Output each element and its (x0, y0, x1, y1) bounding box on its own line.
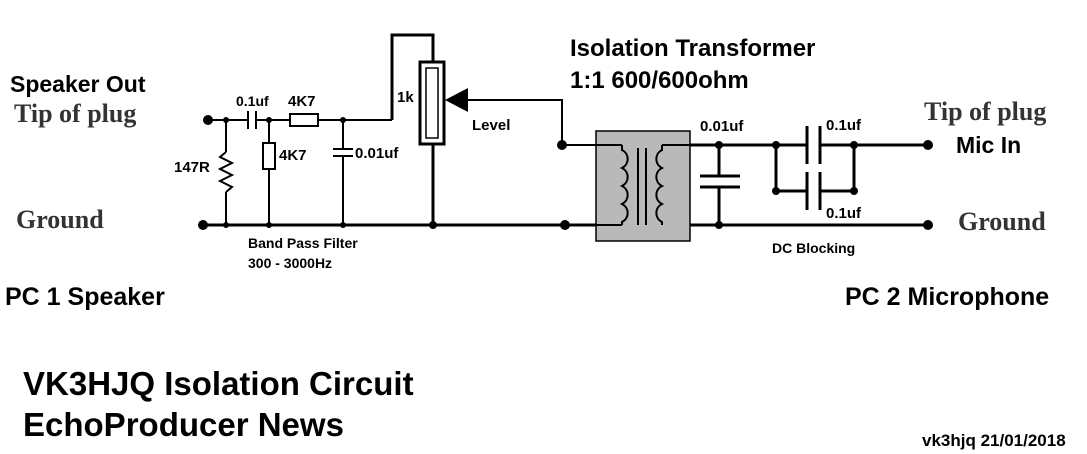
resistor-147r-label: 147R (174, 159, 210, 176)
footer-subtitle: EchoProducer News (23, 406, 344, 443)
transformer-title: Isolation Transformer (570, 35, 815, 62)
left-tip-terminal (203, 115, 213, 125)
mic-in-label: Mic In (956, 132, 1021, 158)
right-ground-terminal (923, 220, 933, 230)
transformer-spec: 1:1 600/600ohm (570, 67, 749, 94)
capacitor-series-label: 0.1uf (236, 93, 269, 109)
potentiometer-value-label: 1k (397, 89, 414, 106)
right-tip-terminal (923, 140, 933, 150)
resistor-series-4k7 (289, 113, 319, 127)
resistor-shunt-4k7 (262, 117, 276, 228)
pc2-microphone-label: PC 2 Microphone (845, 283, 1049, 311)
resistor-series-label: 4K7 (288, 93, 316, 110)
level-label: Level (472, 117, 510, 134)
speaker-out-label: Speaker Out (10, 71, 146, 97)
band-pass-filter-label: Band Pass Filter (248, 235, 358, 251)
dc-blocking-label: DC Blocking (772, 240, 855, 256)
capacitor-shunt-0-01uf (333, 117, 353, 228)
capacitor-shunt-label: 0.01uf (355, 145, 399, 162)
isolation-transformer (562, 130, 691, 242)
left-tip-of-plug-label: Tip of plug (14, 99, 136, 128)
capacitor-series-0-1uf (247, 111, 257, 129)
right-ground-label: Ground (958, 207, 1046, 236)
pc1-speaker-label: PC 1 Speaker (5, 283, 165, 311)
potentiometer-1k (418, 60, 446, 229)
dc-blocking-capacitors (772, 126, 858, 210)
resistor-shunt-label: 4K7 (279, 147, 307, 164)
capacitor-dc-bottom-label: 0.1uf (826, 205, 862, 222)
band-pass-filter-range: 300 - 3000Hz (248, 255, 332, 271)
capacitor-transformer-label: 0.01uf (700, 118, 744, 135)
left-ground-terminal (198, 220, 208, 230)
right-tip-of-plug-label: Tip of plug (924, 97, 1046, 126)
resistor-147r (217, 117, 235, 228)
capacitor-transformer-0-01uf (700, 141, 740, 229)
signature: vk3hjq 21/01/2018 (922, 431, 1066, 450)
footer-title: VK3HJQ Isolation Circuit (23, 365, 414, 402)
capacitor-dc-top-label: 0.1uf (826, 117, 862, 134)
potentiometer-wiper (445, 88, 563, 145)
left-ground-label: Ground (16, 205, 104, 234)
